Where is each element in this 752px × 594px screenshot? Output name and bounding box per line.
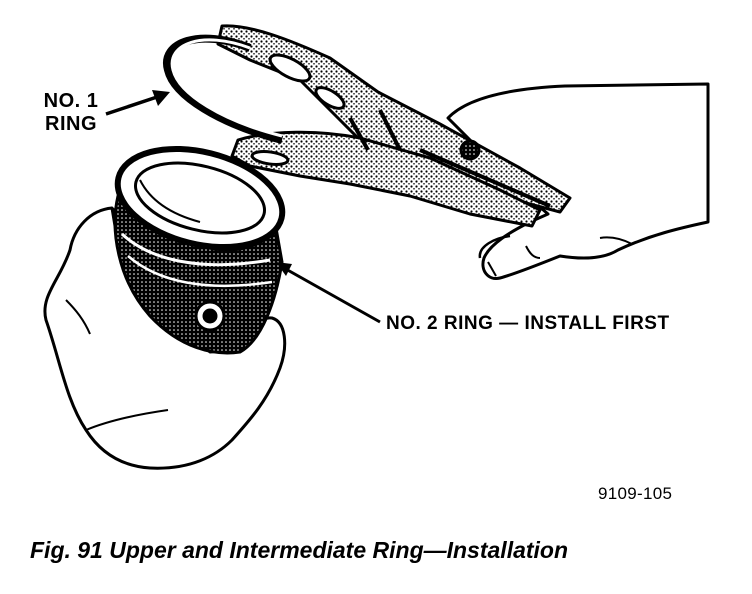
no-1-ring-label: NO. 1 RING — [36, 90, 106, 136]
figure-caption: Fig. 91 Upper and Intermediate Ring—Inst… — [30, 537, 569, 563]
no-2-ring-leader-arrow — [276, 262, 381, 324]
no-1-ring-leader-arrow — [105, 90, 170, 116]
no-1-ring — [163, 34, 284, 144]
no-1-ring-label-line1: NO. 1 — [43, 90, 99, 112]
no-1-ring-label-line2: RING — [45, 113, 97, 135]
right-hand — [446, 82, 710, 280]
ring-expander-pliers — [216, 24, 572, 228]
piston — [113, 145, 286, 355]
no-2-ring-label: NO. 2 RING — INSTALL FIRST — [386, 313, 670, 334]
figure-id: 9109-105 — [598, 484, 673, 503]
